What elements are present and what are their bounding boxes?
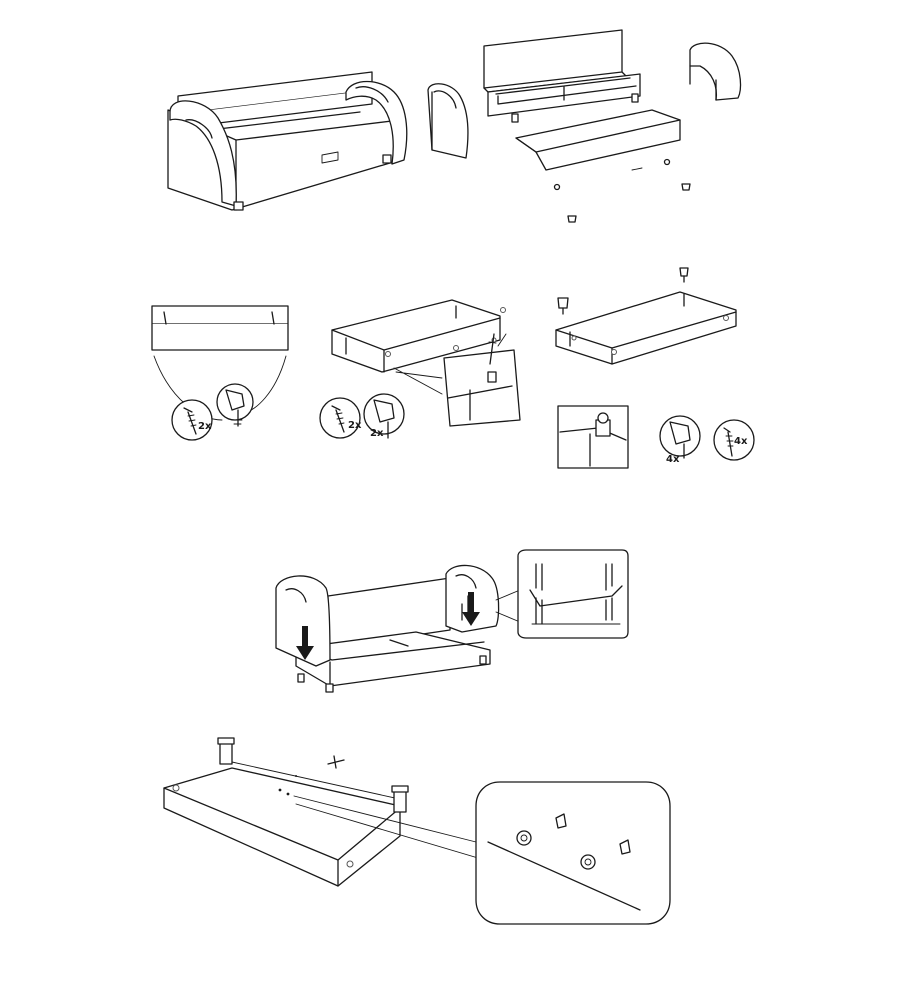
- bolt-icon: [619, 839, 631, 855]
- step1-right-armrest-loose: [689, 42, 742, 101]
- foot-icon: [679, 267, 689, 283]
- zoom-detail-box: [517, 549, 629, 639]
- step3-reassembly: [275, 549, 629, 693]
- step2-right-panel: 4x 4x: [555, 267, 755, 469]
- drill-icon: [669, 421, 691, 459]
- screw-qty-label: 4x: [734, 436, 748, 447]
- screw-icon: [723, 427, 734, 457]
- screw-icon: [331, 405, 345, 433]
- drill-icon: [373, 399, 395, 439]
- step1-loose-armrest: [427, 83, 469, 159]
- step2-middle-panel: 2x 2x: [319, 299, 521, 439]
- drill-qty-label: 2x: [370, 428, 384, 439]
- zoom-detail-box: [443, 349, 521, 427]
- screw-icon: [488, 333, 497, 365]
- step4-base-assembly: [163, 737, 671, 925]
- screw-qty-label: 2x: [348, 420, 362, 431]
- screw-qty-label: 2x: [198, 421, 212, 432]
- arrow-down-icon: [462, 592, 480, 626]
- screw-circle: [713, 419, 755, 461]
- screw-icon: [183, 407, 197, 435]
- drill-icon: [225, 389, 245, 427]
- screw-circle: [319, 397, 361, 439]
- nut-icon: [516, 830, 532, 846]
- step2-left-panel: 2x: [151, 305, 289, 441]
- zoom-detail-box: [475, 781, 671, 925]
- bolt-icon: [327, 755, 345, 769]
- step1-exploded-sofa: [483, 29, 691, 223]
- foot-icon: [557, 297, 569, 315]
- arrow-down-icon: [296, 626, 314, 660]
- nut-icon: [580, 854, 596, 870]
- screw-circle: [171, 399, 213, 441]
- drill-qty-label: 4x: [666, 454, 680, 465]
- bolt-icon: [555, 813, 567, 829]
- step1-assembled-sofa: [167, 71, 408, 211]
